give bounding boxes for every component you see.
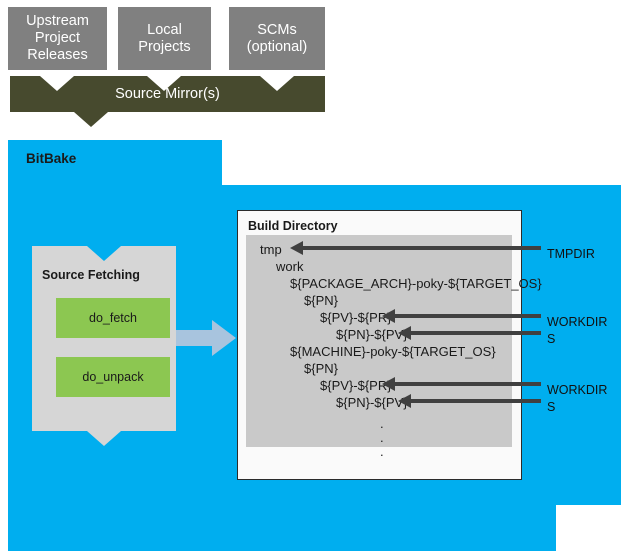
bitbake-top-notch-icon bbox=[274, 140, 308, 155]
build-directory-title: Build Directory bbox=[248, 219, 338, 233]
callout-label-workdir-bottom: WORKDIR bbox=[547, 383, 608, 397]
source-fetching-input-notch-icon bbox=[87, 246, 121, 261]
source-fetching-title: Source Fetching bbox=[42, 268, 140, 282]
tree-ellipsis-dot: . bbox=[380, 444, 384, 459]
task-box-do-unpack[interactable]: do_unpack bbox=[56, 357, 170, 397]
tree-item-package-arch: ${PACKAGE_ARCH}-poky-${TARGET_OS} bbox=[290, 276, 542, 291]
tree-item-pn-pv-1: ${PN}-${PV} bbox=[336, 327, 408, 342]
source-label-line: Local bbox=[147, 21, 182, 38]
mirror-notch-upstream-icon bbox=[40, 76, 74, 91]
task-label: do_unpack bbox=[82, 370, 144, 384]
callout-label-s-bottom: S bbox=[547, 400, 556, 414]
source-label-line: (optional) bbox=[246, 38, 308, 55]
fetch-to-builddir-arrow-icon bbox=[176, 320, 236, 356]
mirror-notch-scms-icon bbox=[260, 76, 294, 91]
bitbake-label: BitBake bbox=[26, 151, 77, 166]
source-fetching-output-arrow-icon bbox=[87, 431, 121, 446]
callout-arrowhead-tmpdir-icon bbox=[290, 241, 303, 255]
task-label: do_fetch bbox=[89, 311, 137, 325]
tree-ellipsis-dot: . bbox=[380, 430, 384, 445]
tree-item-work: work bbox=[276, 259, 304, 274]
source-label-line: Projects bbox=[138, 38, 191, 55]
tree-item-tmp: tmp bbox=[260, 242, 282, 257]
callout-line-s-bottom bbox=[411, 399, 541, 403]
build-directory-panel: Build Directory tmp work ${PACKAGE_ARCH}… bbox=[237, 210, 542, 480]
callout-arrowhead-s-top-icon bbox=[398, 326, 411, 340]
source-label-line: SCMs bbox=[257, 21, 297, 38]
tree-item-pv-pr-1: ${PV}-${PR} bbox=[320, 310, 392, 325]
mirror-output-arrow-icon bbox=[74, 112, 108, 127]
source-label-line: Releases bbox=[27, 47, 88, 63]
callout-line-workdir-top bbox=[395, 314, 541, 318]
tree-item-pn-2: ${PN} bbox=[304, 361, 338, 376]
callout-arrowhead-workdir-top-icon bbox=[382, 309, 395, 323]
tree-item-pv-pr-2: ${PV}-${PR} bbox=[320, 378, 392, 393]
source-fetching-panel: Source Fetching do_fetch do_unpack bbox=[32, 246, 176, 431]
callout-line-tmpdir bbox=[303, 246, 541, 250]
callout-line-workdir-bottom bbox=[395, 382, 541, 386]
callout-arrowhead-workdir-bottom-icon bbox=[382, 377, 395, 391]
callout-label-s-top: S bbox=[547, 332, 556, 346]
source-mirror-label: Source Mirror(s) bbox=[115, 86, 220, 102]
bitbake-region-upper bbox=[8, 140, 222, 186]
tree-item-pn-1: ${PN} bbox=[304, 293, 338, 308]
bitbake-region-lower-left bbox=[8, 504, 556, 551]
source-box-local-projects: Local Projects bbox=[118, 7, 211, 70]
source-box-scms-optional: SCMs (optional) bbox=[229, 7, 325, 70]
tree-item-pn-pv-2: ${PN}-${PV} bbox=[336, 395, 408, 410]
source-label-line: Upstream bbox=[26, 13, 89, 29]
mirror-notch-local-icon bbox=[147, 76, 181, 91]
tree-ellipsis-dot: . bbox=[380, 416, 384, 431]
callout-arrowhead-s-bottom-icon bbox=[398, 394, 411, 408]
callout-label-tmpdir: TMPDIR bbox=[547, 247, 595, 261]
task-box-do-fetch[interactable]: do_fetch bbox=[56, 298, 170, 338]
callout-label-workdir-top: WORKDIR bbox=[547, 315, 608, 329]
build-directory-tree: tmp work ${PACKAGE_ARCH}-poky-${TARGET_O… bbox=[246, 235, 542, 458]
source-label-line: Project bbox=[34, 30, 81, 46]
tree-item-machine: ${MACHINE}-poky-${TARGET_OS} bbox=[290, 344, 496, 359]
source-box-upstream-project-releases: Upstream Project Releases bbox=[8, 7, 107, 70]
callout-line-s-top bbox=[411, 331, 541, 335]
